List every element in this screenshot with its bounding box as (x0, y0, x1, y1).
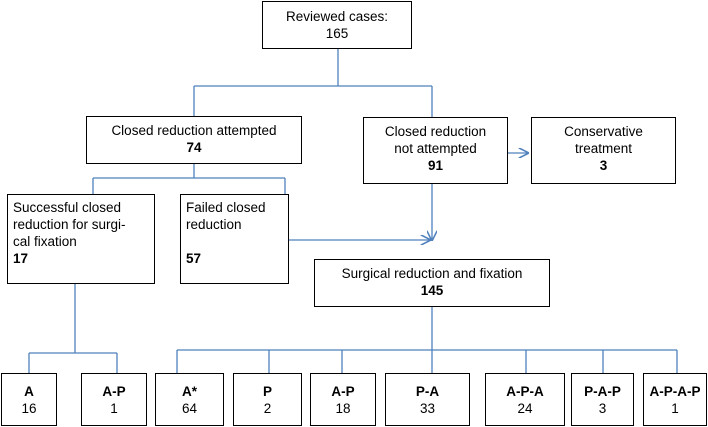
successful-closed-reduction-line3: cal fixation (13, 234, 77, 249)
surgical-reduction-count: 145 (420, 283, 444, 298)
leaf-count: 2 (263, 401, 272, 416)
leaf-label: A-P-A (506, 384, 544, 399)
leaf-box-a-p-a-p: A-P-A-P 1 (643, 373, 707, 426)
closed-reduction-attempted-count: 74 (186, 140, 202, 155)
leaf-box-left-a-p: A-P 1 (81, 373, 147, 426)
leaf-box-p-a-p: P-A-P 3 (571, 373, 634, 426)
failed-closed-reduction-box: Failed closed reduction 57 (180, 194, 289, 284)
leaf-count: 18 (335, 401, 351, 416)
leaf-label: P-A-P (584, 384, 621, 399)
closed-reduction-not-attempted-line2: not attempted (394, 141, 477, 156)
reviewed-cases-label: Reviewed cases: (285, 9, 389, 24)
closed-reduction-not-attempted-box: Closed reduction not attempted 91 (363, 117, 508, 184)
leaf-label: A* (181, 384, 197, 399)
successful-closed-reduction-line1: Successful closed (13, 200, 122, 215)
successful-closed-reduction-count: 17 (13, 251, 29, 266)
leaf-box-a-p: A-P 18 (310, 373, 376, 426)
leaf-label: P-A (415, 384, 440, 399)
leaf-box-a-p-a: A-P-A 24 (485, 373, 565, 426)
successful-closed-reduction-box: Successful closed reduction for surgi- c… (7, 194, 155, 284)
leaf-count: 33 (419, 401, 436, 416)
leaf-label: A-P (102, 384, 126, 399)
closed-reduction-not-attempted-count: 91 (427, 158, 444, 173)
conservative-treatment-line1: Conservative (564, 124, 643, 139)
reviewed-cases-count: 165 (325, 26, 349, 41)
leaf-label: P (262, 384, 272, 399)
closed-reduction-attempted-label: Closed reduction attempted (111, 123, 277, 138)
leaf-count: 1 (671, 401, 679, 416)
successful-closed-reduction-line2: reduction for surgi- (13, 217, 126, 232)
leaf-label: A (24, 384, 34, 399)
leaf-label: A-P-A-P (649, 384, 701, 399)
conservative-treatment-box: Conservative treatment 3 (531, 117, 676, 184)
leaf-box-p: P 2 (233, 373, 302, 426)
reviewed-cases-box: Reviewed cases: 165 (262, 1, 412, 49)
surgical-reduction-label: Surgical reduction and fixation (341, 266, 523, 281)
leaf-count: 1 (110, 401, 118, 416)
closed-reduction-not-attempted-line1: Closed reduction (384, 124, 487, 139)
leaf-box-left-a: A 16 (1, 373, 57, 426)
failed-closed-reduction-count: 57 (186, 251, 202, 266)
leaf-count: 64 (181, 401, 198, 416)
leaf-label: A-P (331, 384, 355, 399)
leaf-box-a-star: A* 64 (155, 373, 224, 426)
leaf-count: 3 (598, 401, 607, 416)
surgical-reduction-box: Surgical reduction and fixation 145 (314, 259, 550, 307)
leaf-count: 24 (517, 401, 533, 416)
failed-closed-reduction-line1: Failed closed (186, 200, 266, 215)
leaf-box-p-a: P-A 33 (385, 373, 470, 426)
leaf-count: 16 (21, 401, 37, 416)
conservative-treatment-count: 3 (599, 158, 608, 173)
closed-reduction-attempted-box: Closed reduction attempted 74 (86, 116, 302, 164)
conservative-treatment-line2: treatment (574, 141, 633, 156)
failed-closed-reduction-line2: reduction (186, 217, 242, 232)
